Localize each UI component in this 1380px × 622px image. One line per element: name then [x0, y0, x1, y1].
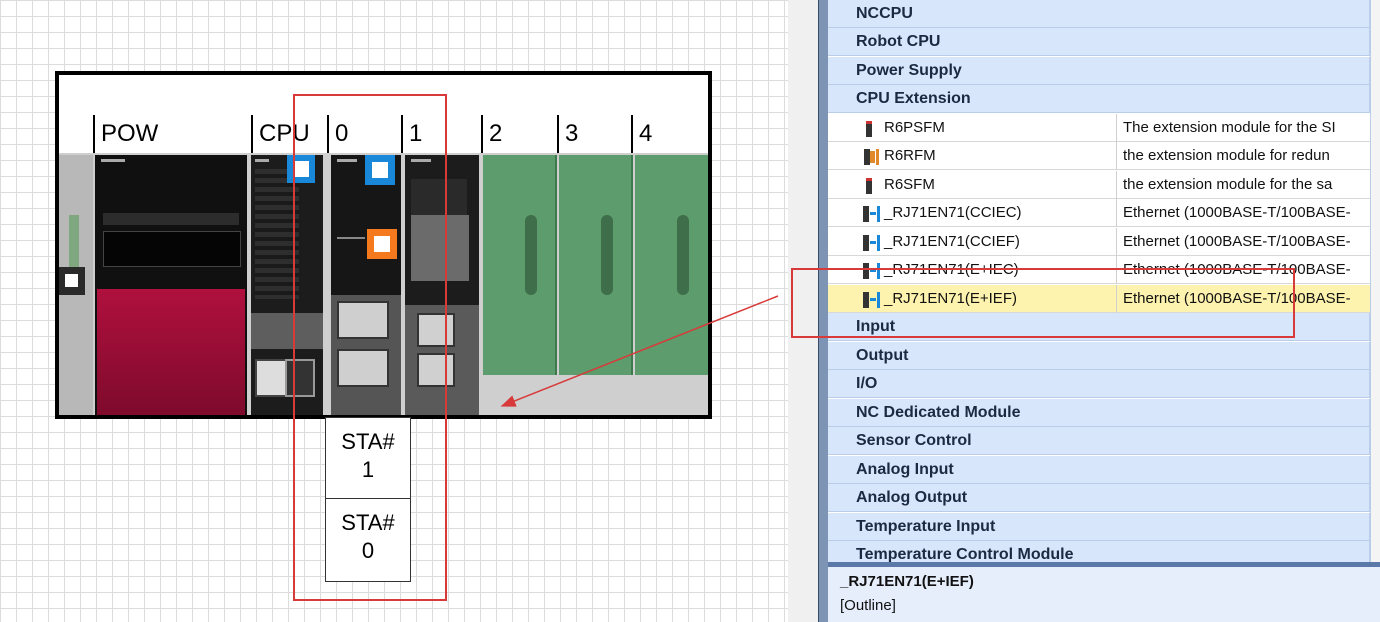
- slot-1-module[interactable]: [405, 155, 479, 415]
- module-item-rj71en71-cciec[interactable]: _RJ71EN71(CCIEC) Ethernet (1000BASE-T/10…: [828, 199, 1380, 227]
- module-item-description: Ethernet (1000BASE-T/100BASE-: [1116, 228, 1372, 256]
- ethernet-module-icon: [862, 292, 880, 308]
- module-item-name: _RJ71EN71(E+IEF): [884, 290, 1017, 307]
- module-item-rj71en71-ccief[interactable]: _RJ71EN71(CCIEF) Ethernet (1000BASE-T/10…: [828, 228, 1380, 256]
- module-icon: [862, 178, 876, 194]
- slot-header-pow: POW: [93, 115, 251, 153]
- station-label-0-title: STA#: [341, 510, 395, 535]
- category-temperature-control-module[interactable]: Temperature Control Module: [828, 541, 1380, 562]
- category-cpu-extension[interactable]: CPU Extension: [828, 85, 1380, 113]
- category-label: Robot CPU: [856, 33, 941, 50]
- module-item-name: _RJ71EN71(CCIEF): [884, 233, 1020, 250]
- category-label: Analog Output: [856, 489, 968, 506]
- module-info-panel: _RJ71EN71(E+IEF) [Outline]: [828, 567, 1380, 622]
- slot-0-module[interactable]: [331, 155, 401, 415]
- category-robot-cpu[interactable]: Robot CPU: [828, 28, 1380, 56]
- info-module-title: _RJ71EN71(E+IEF): [840, 573, 974, 590]
- category-power-supply[interactable]: Power Supply: [828, 57, 1380, 85]
- category-label: Power Supply: [856, 62, 962, 79]
- cpu-module[interactable]: [251, 155, 323, 415]
- category-label: NCCPU: [856, 5, 913, 22]
- category-sensor-control[interactable]: Sensor Control: [828, 427, 1380, 455]
- annotation-highlight-selected-module: [791, 268, 1295, 338]
- category-label: Analog Input: [856, 461, 954, 478]
- slot-header-cpu: CPU: [251, 115, 327, 153]
- station-label-1-title: STA#: [341, 429, 395, 454]
- module-item-r6sfm[interactable]: R6SFM the extension module for the sa: [828, 171, 1380, 199]
- slot-header-3: 3: [557, 115, 631, 153]
- slot-header-2: 2: [481, 115, 557, 153]
- module-item-name: R6PSFM: [884, 119, 945, 136]
- ethernet-module-icon: [862, 263, 880, 279]
- module-configuration-canvas[interactable]: POW CPU 0 1 2 3 4: [0, 0, 788, 622]
- module-item-name: R6SFM: [884, 176, 935, 193]
- power-supply-module[interactable]: [95, 155, 247, 415]
- module-item-description: the extension module for the sa: [1116, 171, 1372, 199]
- category-analog-input[interactable]: Analog Input: [828, 456, 1380, 484]
- category-label: Output: [856, 347, 909, 364]
- category-temperature-input[interactable]: Temperature Input: [828, 513, 1380, 541]
- slot-0-indicator-orange: [367, 229, 397, 259]
- category-label: Temperature Control Module: [856, 546, 1074, 562]
- station-label-1-number: 1: [361, 457, 375, 482]
- category-label: Temperature Input: [856, 518, 996, 535]
- base-edge-connector: [59, 155, 93, 415]
- slot-4-empty[interactable]: [635, 155, 708, 375]
- panel-border: [818, 0, 828, 622]
- module-item-description: the extension module for redun: [1116, 142, 1372, 170]
- cpu-indicator-blue: [287, 155, 315, 183]
- slot-header-0: 0: [327, 115, 401, 153]
- slot-header-4: 4: [631, 115, 708, 153]
- module-item-description: Ethernet (1000BASE-T/100BASE-: [1116, 199, 1372, 227]
- slot-3-empty[interactable]: [559, 155, 633, 375]
- category-nc-dedicated-module[interactable]: NC Dedicated Module: [828, 399, 1380, 427]
- redundant-module-icon: [862, 149, 879, 165]
- station-label-1: STA# 1: [325, 417, 411, 499]
- slot-header-row: POW CPU 0 1 2 3 4: [59, 115, 708, 153]
- category-analog-output[interactable]: Analog Output: [828, 484, 1380, 512]
- module-item-r6psfm[interactable]: R6PSFM The extension module for the SI: [828, 114, 1380, 142]
- slot-2-empty[interactable]: [483, 155, 557, 375]
- station-label-0: STA# 0: [325, 498, 411, 582]
- annotation-highlight-slots: [293, 94, 447, 601]
- category-label: CPU Extension: [856, 90, 971, 107]
- list-scrollbar[interactable]: [1370, 0, 1380, 562]
- station-label-0-number: 0: [361, 538, 375, 563]
- module-item-description: The extension module for the SI: [1116, 114, 1372, 142]
- ethernet-module-icon: [862, 235, 880, 251]
- category-label: Input: [856, 318, 896, 335]
- module-item-r6rfm[interactable]: R6RFM the extension module for redun: [828, 142, 1380, 170]
- info-splitter[interactable]: [828, 562, 1380, 567]
- category-label: Sensor Control: [856, 432, 972, 449]
- module-icon: [862, 121, 876, 137]
- module-item-name: R6RFM: [884, 147, 936, 164]
- module-item-name: _RJ71EN71(CCIEC): [884, 204, 1022, 221]
- ethernet-module-icon: [862, 206, 880, 222]
- panel-splitter[interactable]: [788, 0, 818, 622]
- slot-header-1: 1: [401, 115, 481, 153]
- category-io[interactable]: I/O: [828, 370, 1380, 398]
- category-nccpu[interactable]: NCCPU: [828, 0, 1380, 28]
- slot-0-indicator-blue: [365, 155, 395, 185]
- info-outline-label: [Outline]: [840, 597, 896, 614]
- category-label: I/O: [856, 375, 878, 392]
- category-label: NC Dedicated Module: [856, 404, 1021, 421]
- category-output[interactable]: Output: [828, 342, 1380, 370]
